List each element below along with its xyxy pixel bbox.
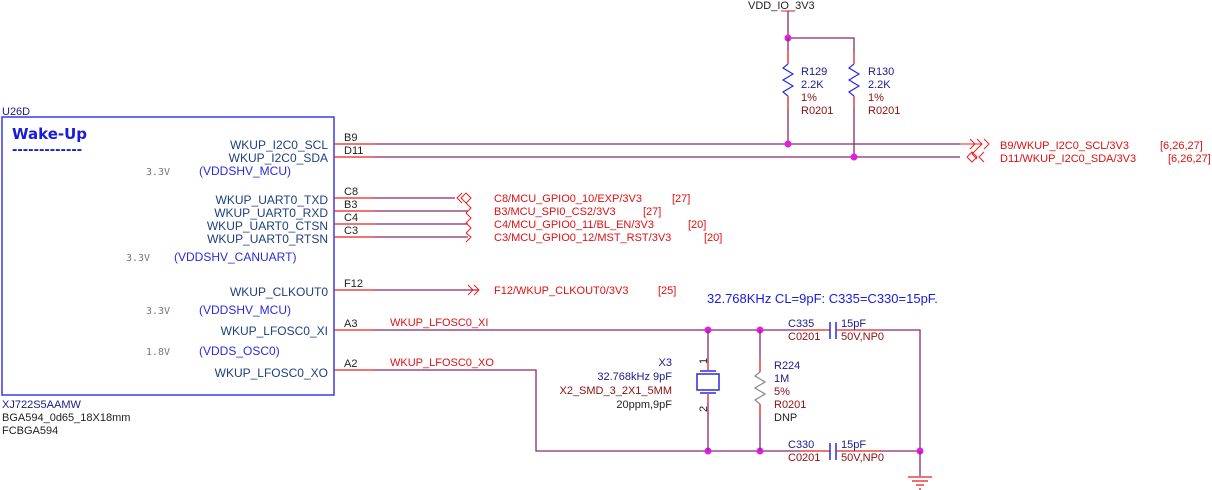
port-pages: [6,26,27] xyxy=(1160,140,1203,152)
crystal-pkg: X2_SMD_3_2X1_5MM xyxy=(559,385,672,397)
port-label: C3/MCU_GPIO0_12/MST_RST/3V3 xyxy=(494,232,671,244)
component-ref: U26D xyxy=(2,106,30,118)
wire-xo xyxy=(374,369,800,452)
c335-ref: C335 xyxy=(788,318,814,330)
pin-name: WKUP_I2C0_SDA xyxy=(229,151,328,165)
r129-value: 2.2K xyxy=(801,79,824,91)
rail-name: (VDDS_OSC0) xyxy=(199,344,280,358)
pin-name: WKUP_UART0_TXD xyxy=(216,193,329,207)
component-body[interactable] xyxy=(1,116,335,396)
offpage-connector-sda[interactable] xyxy=(966,151,985,163)
r130-tol: 1% xyxy=(868,92,884,104)
c335-value: 15pF xyxy=(841,318,866,330)
package: FCBGA594 xyxy=(2,425,58,437)
port-pages: [6,26,27] xyxy=(1168,153,1211,165)
r224-value: 1M xyxy=(774,373,789,385)
c330-rating: 50V,NP0 xyxy=(841,452,884,464)
junction xyxy=(850,153,858,161)
crystal-spec: 20ppm,9pF xyxy=(616,399,672,411)
r224-note: DNP xyxy=(774,412,797,424)
r129-tol: 1% xyxy=(801,92,817,104)
port-label: C4/MCU_GPIO0_11/BL_EN/3V3 xyxy=(494,219,654,231)
pin-name: WKUP_LFOSC0_XO xyxy=(215,366,328,380)
ground-icon xyxy=(908,451,932,490)
rail-voltage: 3.3V xyxy=(146,167,170,178)
pin-name: WKUP_LFOSC0_XI xyxy=(221,324,328,338)
rail-voltage: 1.8V xyxy=(146,347,170,358)
junction xyxy=(784,140,792,148)
port-label: D11/WKUP_I2C0_SDA/3V3 xyxy=(1000,153,1136,165)
rail-voltage: 3.3V xyxy=(126,253,150,264)
net-label-xi: WKUP_LFOSC0_XI xyxy=(390,317,488,329)
design-note: 32.768KHz CL=9pF: C335=C330=15pF. xyxy=(707,291,938,306)
ball-number: A2 xyxy=(344,358,357,370)
r224-ref: R224 xyxy=(774,360,800,372)
r130-value: 2.2K xyxy=(868,79,891,91)
offpage-connector-clkout[interactable] xyxy=(467,284,480,296)
port-label: B3/MCU_SPI0_CS2/3V3 xyxy=(494,206,616,218)
ball-number: C4 xyxy=(344,212,358,224)
r129-ref: R129 xyxy=(801,66,827,78)
c335-rating: 50V,NP0 xyxy=(841,331,884,343)
crystal-value: 32.768kHz 9pF xyxy=(597,371,672,383)
port-pages: [20] xyxy=(688,219,706,231)
crystal-pin2: 2 xyxy=(698,406,710,412)
port-pages: [27] xyxy=(643,206,661,218)
component-title: Wake-Up xyxy=(12,125,87,143)
port-pages: [25] xyxy=(658,285,676,297)
capacitor-c330[interactable] xyxy=(800,443,920,460)
r130-ref: R130 xyxy=(868,66,894,78)
pin-name: WKUP_I2C0_SCL xyxy=(230,138,328,152)
net-label-xo: WKUP_LFOSC0_XO xyxy=(390,357,494,369)
ball-number: C3 xyxy=(344,225,358,237)
port-label: F12/WKUP_CLKOUT0/3V3 xyxy=(494,285,629,297)
port-label: C8/MCU_GPIO0_10/EXP/3V3 xyxy=(494,193,642,205)
port-pages: [27] xyxy=(672,193,690,205)
pin-name: WKUP_UART0_RTSN xyxy=(207,232,328,246)
resistor-r224[interactable] xyxy=(753,330,767,451)
ball-number: C8 xyxy=(344,186,358,198)
rail-name: (VDDSHV_MCU) xyxy=(199,164,291,178)
offpage-connector-uart[interactable] xyxy=(456,192,472,243)
title-underline: ------------- xyxy=(12,143,82,158)
power-net-label: VDD_IO_3V3 xyxy=(748,0,815,12)
crystal-pin1: 1 xyxy=(698,358,710,364)
pin-name: WKUP_CLKOUT0 xyxy=(230,285,328,299)
ball-number: B3 xyxy=(344,199,357,211)
footprint: BGA594_0d65_18X18mm xyxy=(2,412,130,424)
ball-number: A3 xyxy=(344,318,357,330)
pin-name: WKUP_UART0_RXD xyxy=(214,206,328,220)
rail-name: (VDDSHV_CANUART) xyxy=(174,250,296,264)
port-pages: [20] xyxy=(704,232,722,244)
r129-pkg: R0201 xyxy=(801,105,833,117)
ball-number: F12 xyxy=(344,278,363,290)
rail-voltage: 3.3V xyxy=(146,306,170,317)
r130-pkg: R0201 xyxy=(868,105,900,117)
resistor-r129[interactable] xyxy=(781,38,795,144)
c330-value: 15pF xyxy=(841,439,866,451)
wire xyxy=(788,37,855,52)
c335-pkg: C0201 xyxy=(788,331,820,343)
part-number: XJ722S5AAMW xyxy=(2,399,81,411)
offpage-connector-scl[interactable] xyxy=(960,138,990,160)
c330-ref: C330 xyxy=(788,439,814,451)
pin-lines xyxy=(334,143,374,371)
capacitor-c335[interactable] xyxy=(800,322,921,451)
crystal-x3[interactable] xyxy=(696,330,720,451)
crystal-ref: X3 xyxy=(659,357,672,369)
r224-tol: 5% xyxy=(774,386,790,398)
pin-name: WKUP_UART0_CTSN xyxy=(207,219,328,233)
rail-name: (VDDSHV_MCU) xyxy=(199,303,291,317)
ball-number: B9 xyxy=(344,132,357,144)
ball-number: D11 xyxy=(344,145,363,157)
port-label: B9/WKUP_I2C0_SCL/3V3 xyxy=(1000,140,1129,152)
c330-pkg: C0201 xyxy=(788,452,820,464)
r224-pkg: R0201 xyxy=(774,399,806,411)
resistor-r130[interactable] xyxy=(847,52,861,156)
